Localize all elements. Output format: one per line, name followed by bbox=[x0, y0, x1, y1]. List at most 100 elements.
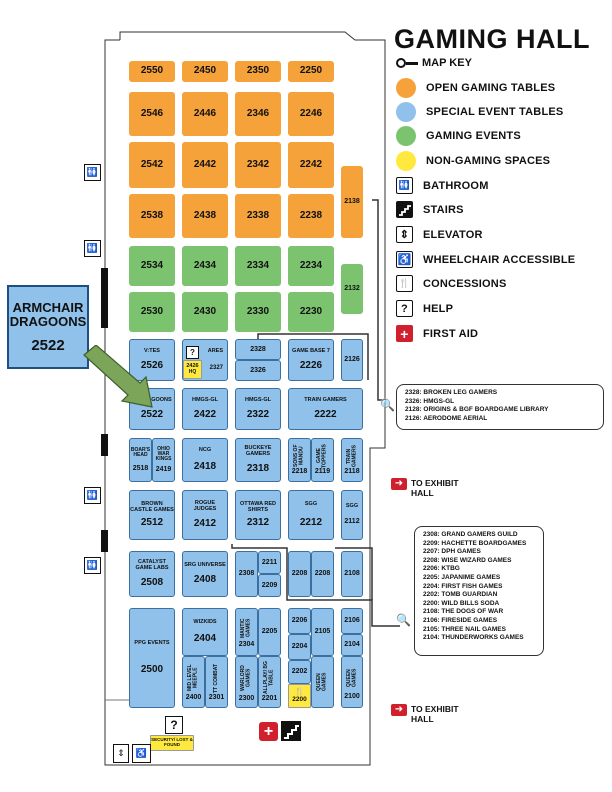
table-2430[interactable]: 2430 bbox=[182, 292, 228, 332]
key-non-gaming: NON-GAMING SPACES bbox=[396, 151, 550, 171]
arrow-right-icon: ➜ bbox=[391, 704, 407, 716]
table-2346[interactable]: 2346 bbox=[235, 92, 281, 136]
table-2202[interactable]: 2202 bbox=[288, 660, 311, 684]
wheelchair-icon: ♿ bbox=[132, 744, 151, 763]
table-2534[interactable]: 2534 bbox=[129, 246, 175, 286]
table-2206[interactable]: 2206 bbox=[288, 608, 311, 634]
table-2126[interactable]: 2126 bbox=[341, 339, 363, 381]
table-2542[interactable]: 2542 bbox=[129, 142, 175, 188]
table-2200[interactable]: 🍴2200 bbox=[288, 684, 311, 708]
table-2201-queen[interactable]: QUEEN GAMES bbox=[311, 656, 334, 708]
table-2211[interactable]: 2211 bbox=[258, 551, 281, 574]
table-2330[interactable]: 2330 bbox=[235, 292, 281, 332]
table-2442[interactable]: 2442 bbox=[182, 142, 228, 188]
concessions-icon: 🍴 bbox=[294, 687, 305, 697]
table-2204[interactable]: 2204 bbox=[288, 634, 311, 660]
table-2546[interactable]: 2546 bbox=[129, 92, 175, 136]
table-2530[interactable]: 2530 bbox=[129, 292, 175, 332]
table-2205[interactable]: 2205 bbox=[258, 608, 281, 656]
table-2108[interactable]: 2108 bbox=[341, 551, 363, 597]
table-2208b[interactable]: 2208 bbox=[311, 551, 334, 597]
help-icon: ? bbox=[165, 716, 183, 734]
stairs-icon bbox=[281, 721, 301, 741]
table-2334[interactable]: 2334 bbox=[235, 246, 281, 286]
table-2446[interactable]: 2446 bbox=[182, 92, 228, 136]
bathroom-icon: 🚻 bbox=[396, 177, 413, 194]
exhibit-hall-exit-upper[interactable]: ➜ TO EXHIBIT HALL bbox=[391, 478, 471, 498]
table-2250[interactable]: 2250 bbox=[288, 61, 334, 82]
exhibit-hall-exit-lower[interactable]: ➜ TO EXHIBIT HALL bbox=[391, 704, 471, 724]
table-2105[interactable]: 2105 bbox=[311, 608, 334, 656]
key-stairs: STAIRS bbox=[396, 201, 464, 218]
security-lost-found[interactable]: SECURITY/ LOST & FOUND bbox=[150, 735, 194, 751]
map-key-heading: MAP KEY bbox=[396, 57, 472, 69]
table-2338[interactable]: 2338 bbox=[235, 194, 281, 238]
table-2450[interactable]: 2450 bbox=[182, 61, 228, 82]
table-2326[interactable]: 2326 bbox=[235, 360, 281, 381]
table-2242[interactable]: 2242 bbox=[288, 142, 334, 188]
arrow-right-icon: ➜ bbox=[391, 478, 407, 490]
table-2438[interactable]: 2438 bbox=[182, 194, 228, 238]
armchair-dragoons-callout: ARMCHAIR DRAGOONS 2522 bbox=[7, 285, 89, 369]
table-2106[interactable]: 2106 bbox=[341, 608, 363, 634]
table-2342[interactable]: 2342 bbox=[235, 142, 281, 188]
table-2434[interactable]: 2434 bbox=[182, 246, 228, 286]
table-2209[interactable]: 2209 bbox=[258, 574, 281, 597]
bathroom-icon: 🚻 bbox=[84, 557, 101, 574]
stairs-icon bbox=[396, 201, 413, 218]
key-help: ?HELP bbox=[396, 300, 453, 317]
table-2308[interactable]: 2308 bbox=[235, 551, 258, 597]
table-2208a[interactable]: 2208 bbox=[288, 551, 311, 597]
table-2104[interactable]: 2104 bbox=[341, 634, 363, 656]
bathroom-icon: 🚻 bbox=[84, 164, 101, 181]
table-2238[interactable]: 2238 bbox=[288, 194, 334, 238]
help-icon: ? bbox=[186, 346, 199, 359]
table-2132[interactable]: 2132 bbox=[341, 264, 363, 314]
table-2328[interactable]: 2328 bbox=[235, 339, 281, 360]
concessions-icon: 🍴 bbox=[396, 275, 413, 292]
table-2538[interactable]: 2538 bbox=[129, 194, 175, 238]
table-2138[interactable]: 2138 bbox=[341, 166, 363, 238]
key-wheelchair: ♿WHEELCHAIR ACCESSIBLE bbox=[396, 251, 575, 268]
wall-segment bbox=[101, 268, 108, 328]
table-2234[interactable]: 2234 bbox=[288, 246, 334, 286]
bathroom-icon: 🚻 bbox=[84, 240, 101, 257]
table-2230[interactable]: 2230 bbox=[288, 292, 334, 332]
table-2350[interactable]: 2350 bbox=[235, 61, 281, 82]
table-2246[interactable]: 2246 bbox=[288, 92, 334, 136]
table-2550[interactable]: 2550 bbox=[129, 61, 175, 82]
key-bathroom: 🚻BATHROOM bbox=[396, 177, 489, 194]
callout-arrow bbox=[83, 345, 153, 408]
